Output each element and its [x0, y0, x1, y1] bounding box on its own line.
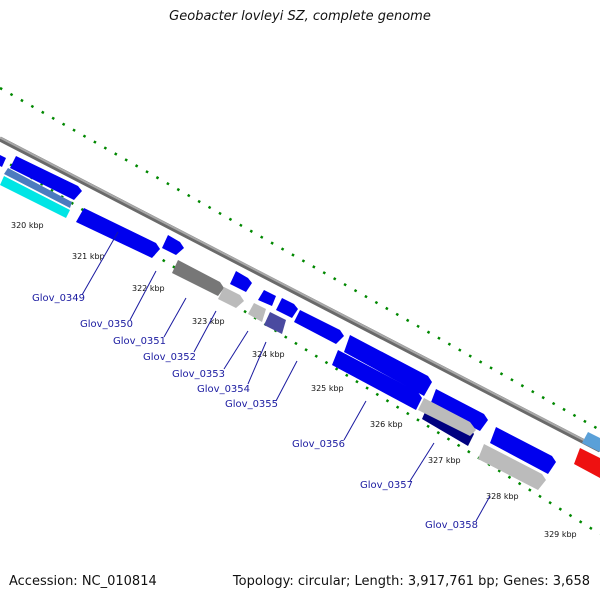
- gene-name-labels: Glov_0349 Glov_0350 Glov_0351 Glov_0352 …: [32, 293, 478, 531]
- tick-label: 324 kbp: [252, 350, 285, 359]
- gene-feature[interactable]: [218, 287, 244, 308]
- gene-feature[interactable]: [4, 168, 72, 208]
- leader-line: [163, 297, 187, 338]
- tick-label: 323 kbp: [192, 317, 225, 326]
- tick-label: 328 kbp: [486, 492, 519, 501]
- gene-feature[interactable]: [0, 176, 70, 218]
- reverse-strand-genes: [0, 168, 600, 490]
- gene-label-glov-0350[interactable]: Glov_0350: [80, 319, 133, 330]
- gene-label-glov-0353[interactable]: Glov_0353: [172, 369, 225, 380]
- gene-feature[interactable]: [430, 389, 488, 431]
- gene-feature[interactable]: [582, 432, 600, 452]
- leader-line: [129, 270, 157, 321]
- gene-label-glov-0354[interactable]: Glov_0354: [197, 384, 250, 395]
- gene-feature[interactable]: [490, 427, 556, 474]
- gene-feature[interactable]: [10, 156, 82, 200]
- gene-feature[interactable]: [162, 235, 184, 255]
- gene-feature[interactable]: [230, 271, 252, 292]
- gene-label-glov-0352[interactable]: Glov_0352: [143, 352, 196, 363]
- genome-backbone-shadow: [0, 136, 600, 453]
- accession-text: Accession: NC_010814: [9, 574, 157, 589]
- gene-label-glov-0357[interactable]: Glov_0357: [360, 480, 413, 491]
- gene-feature[interactable]: [332, 350, 422, 410]
- gene-feature[interactable]: [478, 444, 546, 490]
- leader-line: [475, 495, 491, 522]
- genome-summary-text: Topology: circular; Length: 3,917,761 bp…: [232, 574, 590, 589]
- tick-label: 327 kbp: [428, 456, 461, 465]
- leader-line: [247, 341, 267, 385]
- tick-label: 320 kbp: [11, 221, 44, 230]
- gene-feature[interactable]: [0, 152, 6, 167]
- gene-label-glov-0356[interactable]: Glov_0356: [292, 439, 345, 450]
- scale-tick-labels: 320 kbp 321 kbp 322 kbp 323 kbp 324 kbp …: [11, 221, 577, 539]
- gene-feature[interactable]: [276, 298, 298, 318]
- gene-feature[interactable]: [248, 303, 266, 322]
- tick-label: 329 kbp: [544, 530, 577, 539]
- gene-leader-lines: [81, 231, 491, 522]
- leader-line: [81, 231, 119, 296]
- gene-feature[interactable]: [172, 260, 224, 296]
- leader-line: [193, 310, 217, 353]
- tick-label: 322 kbp: [132, 284, 165, 293]
- gene-feature[interactable]: [418, 398, 476, 436]
- gene-label-glov-0349[interactable]: Glov_0349: [32, 293, 85, 304]
- gene-feature[interactable]: [294, 310, 344, 344]
- genome-backbone: [0, 136, 600, 450]
- tick-label: 326 kbp: [370, 420, 403, 429]
- forward-strand-genes: [0, 152, 600, 452]
- leader-line: [275, 360, 298, 402]
- gene-feature[interactable]: [264, 312, 286, 334]
- leader-line: [223, 330, 249, 370]
- gene-label-glov-0358[interactable]: Glov_0358: [425, 520, 478, 531]
- gene-label-glov-0351[interactable]: Glov_0351: [113, 336, 166, 347]
- gene-feature[interactable]: [344, 335, 432, 396]
- inner-dotted-ring: [0, 156, 600, 536]
- map-title: Geobacter lovleyi SZ, complete genome: [169, 9, 431, 24]
- gene-feature[interactable]: [258, 290, 276, 306]
- leader-line: [409, 442, 435, 482]
- gene-label-glov-0355[interactable]: Glov_0355: [225, 399, 278, 410]
- leader-line: [343, 400, 367, 441]
- gene-feature[interactable]: [574, 448, 600, 478]
- tick-label: 321 kbp: [72, 252, 105, 261]
- tick-label: 325 kbp: [311, 384, 344, 393]
